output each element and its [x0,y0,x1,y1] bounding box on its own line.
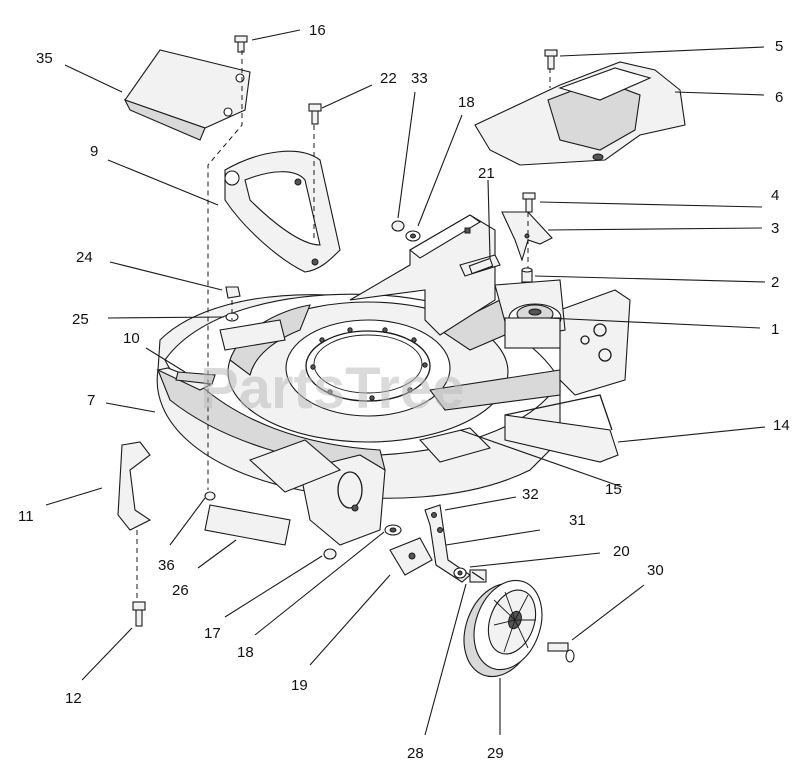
assembly-dashed-lines [136,50,551,600]
callout-1: 1 [771,321,779,338]
small-hardware [204,35,558,560]
callout-6: 6 [775,89,783,106]
callout-30: 30 [647,562,664,579]
axle-bolt [547,642,575,663]
callout-9: 9 [90,143,98,160]
callout-12: 12 [65,690,82,707]
callout-16: 16 [309,22,326,39]
callout-20: 20 [613,543,630,560]
drive-pulley [504,303,562,349]
spacer [521,267,533,283]
callout-36: 36 [158,557,175,574]
rear-cover [123,49,251,141]
callout-5: 5 [775,38,783,55]
callout-18-bottom: 18 [237,644,254,661]
rear-door-shield [504,394,619,463]
callout-7: 7 [87,392,95,409]
partstree-watermark: PartsTree [200,356,464,421]
wheel-bracket-plate [389,537,433,576]
callout-10: 10 [123,330,140,347]
callout-3: 3 [771,220,779,237]
callout-35: 35 [36,50,53,67]
shoulder-bolt [469,569,487,583]
side-bracket [117,441,152,531]
idler-bracket [501,211,553,262]
callout-15: 15 [605,481,622,498]
callout-19: 19 [291,677,308,694]
callout-32: 32 [522,486,539,503]
callout-4: 4 [771,187,779,204]
belt-cover [474,61,686,166]
callout-28: 28 [407,745,424,762]
callout-26: 26 [172,582,189,599]
callout-14: 14 [773,417,790,434]
callout-24: 24 [76,249,93,266]
decal-26 [204,504,291,546]
callout-18-top: 18 [458,94,475,111]
callout-11: 11 [18,508,34,525]
callout-21: 21 [478,165,495,182]
callout-33: 33 [411,70,428,87]
washers [384,524,467,579]
callout-17: 17 [204,625,221,642]
callout-22: 22 [380,70,397,87]
callout-labels: 16 22 33 18 35 9 24 25 10 7 11 12 36 26 … [18,22,790,762]
wheel-height-lever [424,504,471,583]
callout-25: 25 [72,311,89,328]
bolt-12 [132,601,146,627]
leader-lines [45,29,766,736]
rear-wheel [463,579,543,678]
callout-31: 31 [569,512,586,529]
callout-29: 29 [487,745,504,762]
discharge-deflector [224,150,341,273]
callout-2: 2 [771,274,779,291]
